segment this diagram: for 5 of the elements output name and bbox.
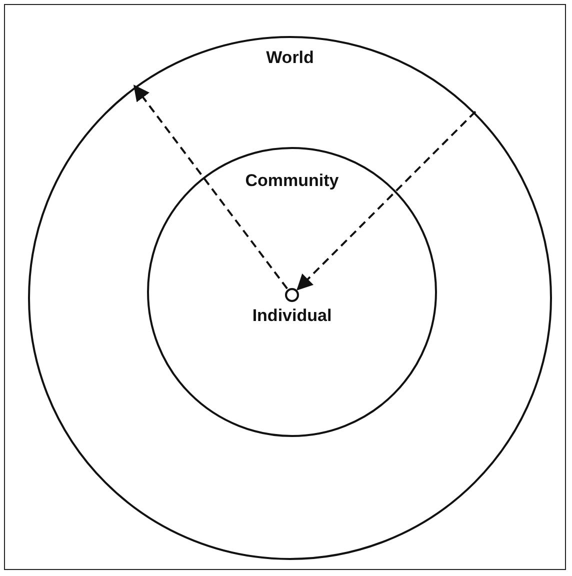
- circle-label: Individual: [252, 306, 332, 326]
- dashed-arrow: [134, 84, 288, 290]
- dashed-arrow: [296, 110, 476, 290]
- circle-label: Community: [245, 171, 339, 191]
- circle-label: World: [266, 48, 314, 68]
